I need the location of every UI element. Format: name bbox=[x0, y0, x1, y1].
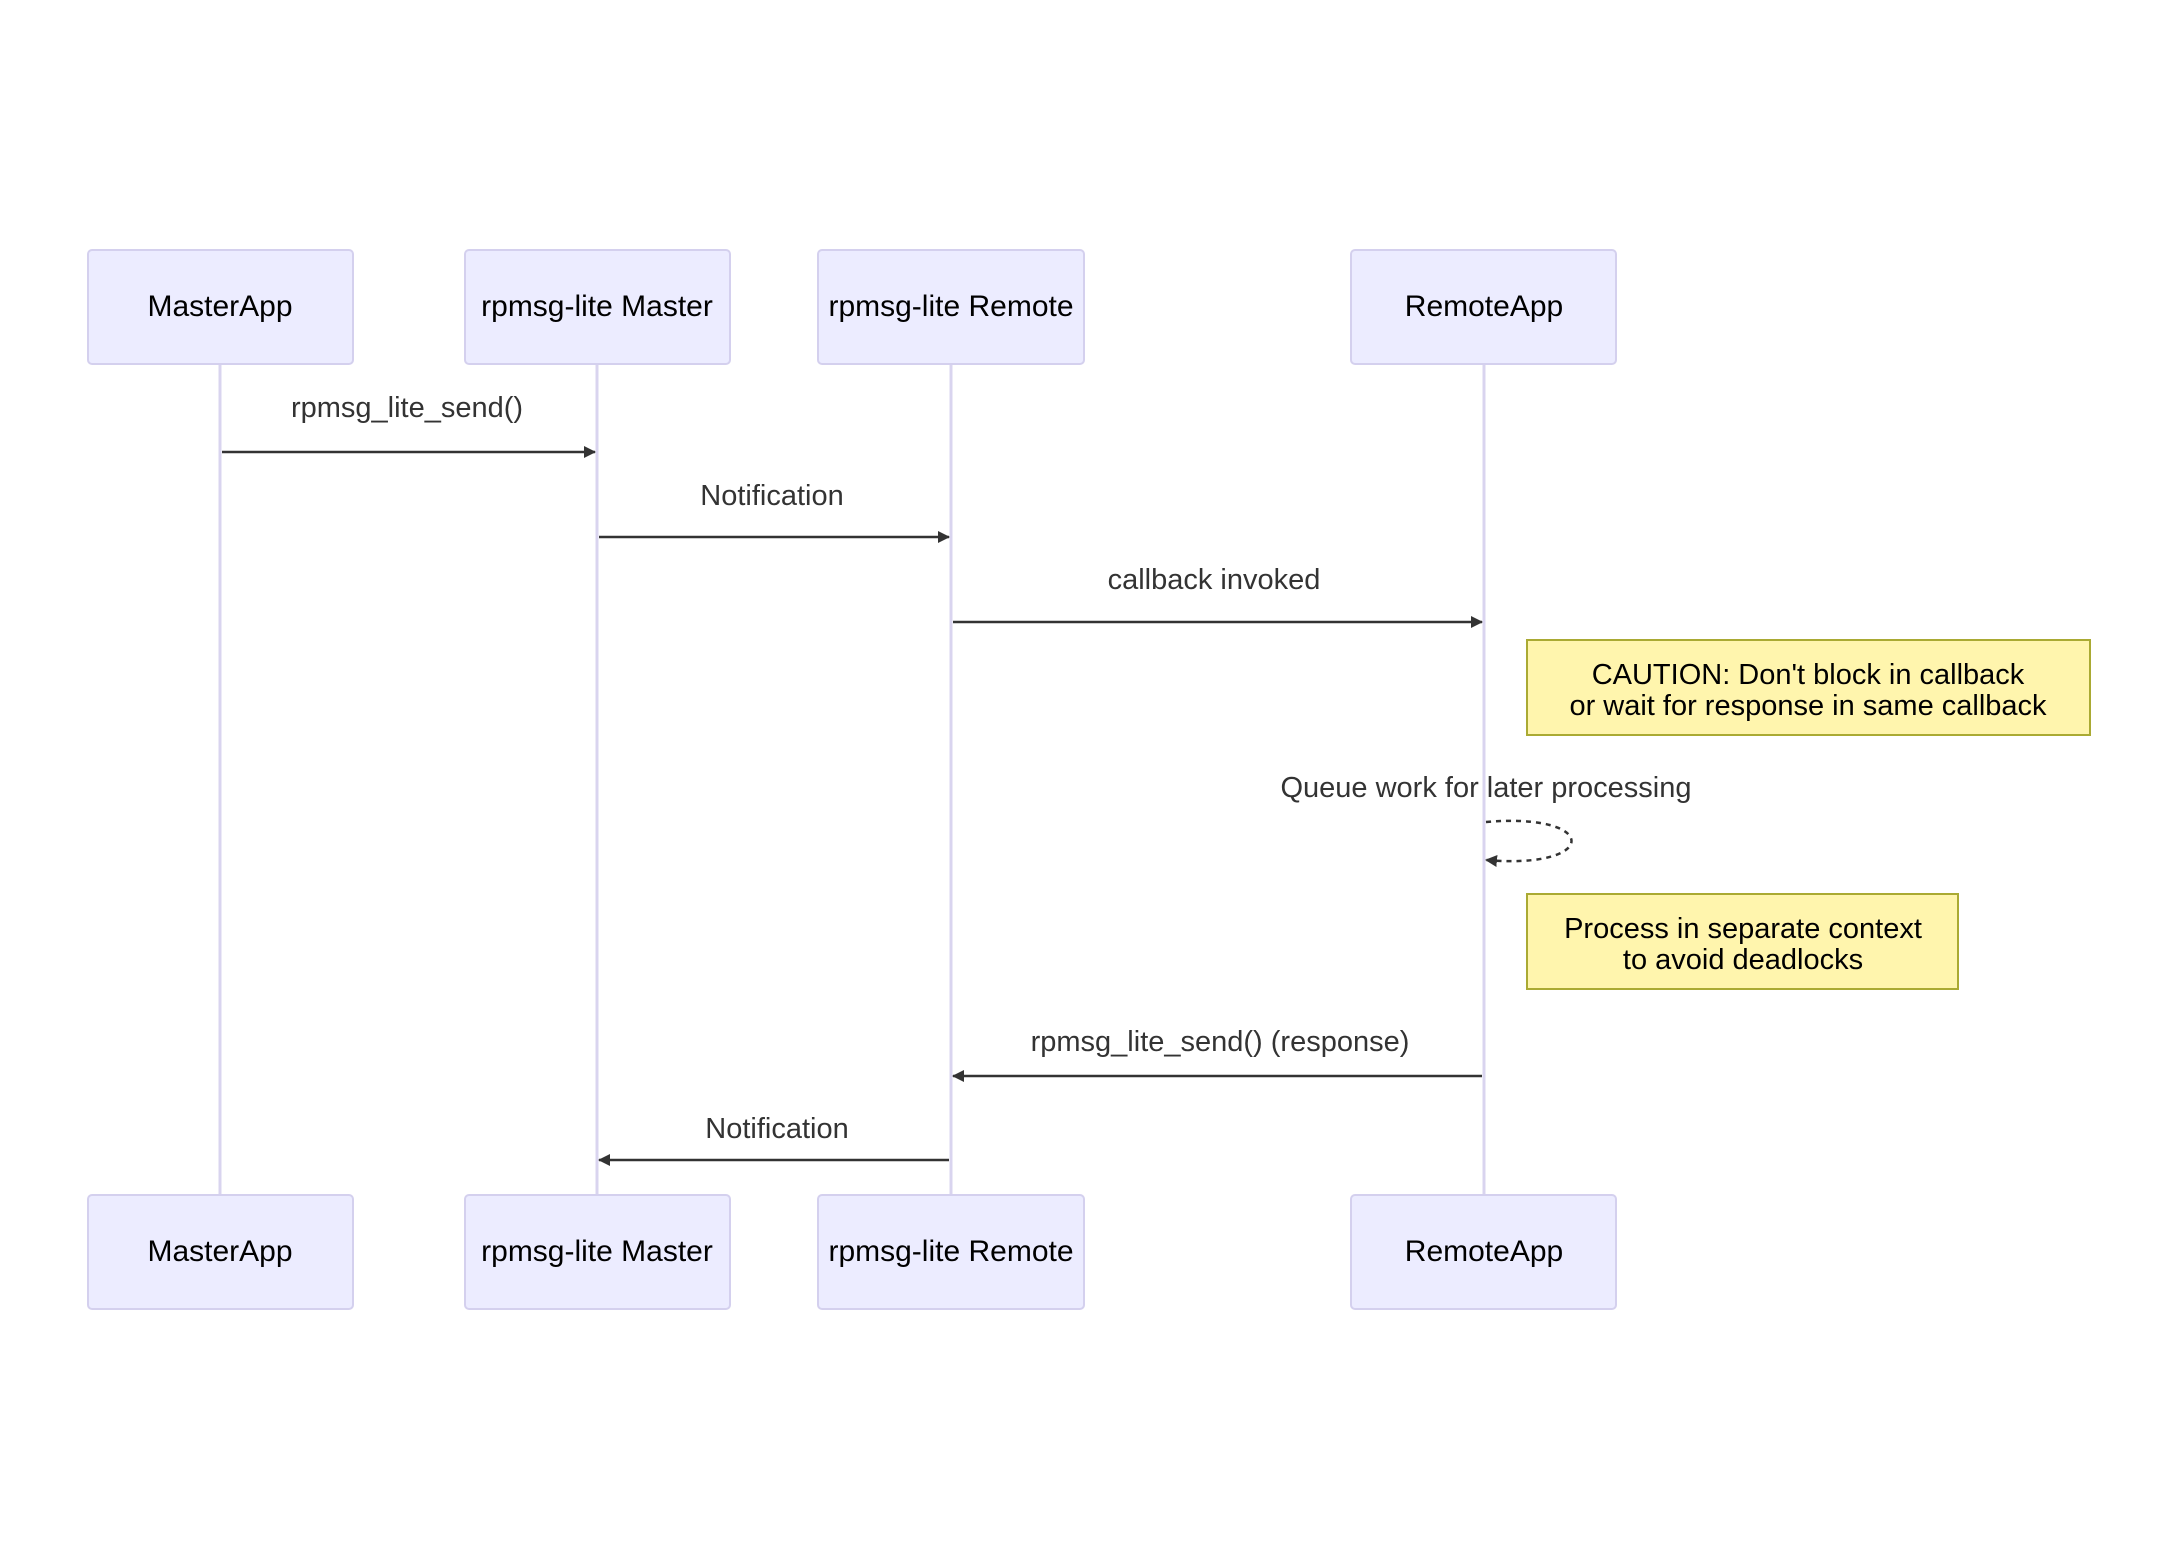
note-line: to avoid deadlocks bbox=[1623, 944, 1863, 976]
actor-master-app-top: MasterApp bbox=[87, 249, 354, 365]
message-label: Notification bbox=[705, 1113, 848, 1145]
actor-label: rpmsg-lite Remote bbox=[828, 290, 1073, 323]
message-label: rpmsg_lite_send() (response) bbox=[1031, 1026, 1410, 1058]
message-notification-1: Notification bbox=[599, 480, 950, 543]
message-label: Notification bbox=[700, 480, 843, 512]
note-line: CAUTION: Don't block in callback bbox=[1592, 659, 2025, 691]
actor-rpmsg-master-bottom: rpmsg-lite Master bbox=[464, 1194, 731, 1310]
self-message-arrow bbox=[1485, 819, 1573, 867]
actor-rpmsg-master-top: rpmsg-lite Master bbox=[464, 249, 731, 365]
note-separate-context: Process in separate context to avoid dea… bbox=[1526, 893, 1959, 990]
message-notification-2: Notification bbox=[598, 1113, 949, 1166]
actor-label: MasterApp bbox=[147, 1235, 292, 1268]
message-queue-work: Queue work for later processing bbox=[1280, 772, 1692, 867]
actor-rpmsg-remote-top: rpmsg-lite Remote bbox=[817, 249, 1085, 365]
actor-remote-app-bottom: RemoteApp bbox=[1350, 1194, 1617, 1310]
message-rpmsg-lite-send: rpmsg_lite_send() bbox=[222, 392, 596, 458]
actor-label: rpmsg-lite Master bbox=[481, 1235, 713, 1268]
note-caution: CAUTION: Don't block in callback or wait… bbox=[1526, 639, 2091, 736]
actor-label: RemoteApp bbox=[1405, 290, 1563, 323]
actor-master-app-bottom: MasterApp bbox=[87, 1194, 354, 1310]
actor-label: rpmsg-lite Master bbox=[481, 290, 713, 323]
actor-rpmsg-remote-bottom: rpmsg-lite Remote bbox=[817, 1194, 1085, 1310]
message-callback-invoked: callback invoked bbox=[953, 564, 1483, 628]
actor-label: rpmsg-lite Remote bbox=[828, 1235, 1073, 1268]
note-line: Process in separate context bbox=[1564, 913, 1922, 945]
actor-label: MasterApp bbox=[147, 290, 292, 323]
message-label: callback invoked bbox=[1108, 564, 1321, 596]
actor-label: RemoteApp bbox=[1405, 1235, 1563, 1268]
message-label: Queue work for later processing bbox=[1280, 772, 1691, 804]
message-label: rpmsg_lite_send() bbox=[291, 392, 523, 424]
actor-remote-app-top: RemoteApp bbox=[1350, 249, 1617, 365]
note-line: or wait for response in same callback bbox=[1569, 690, 2047, 722]
message-send-response: rpmsg_lite_send() (response) bbox=[952, 1026, 1482, 1082]
